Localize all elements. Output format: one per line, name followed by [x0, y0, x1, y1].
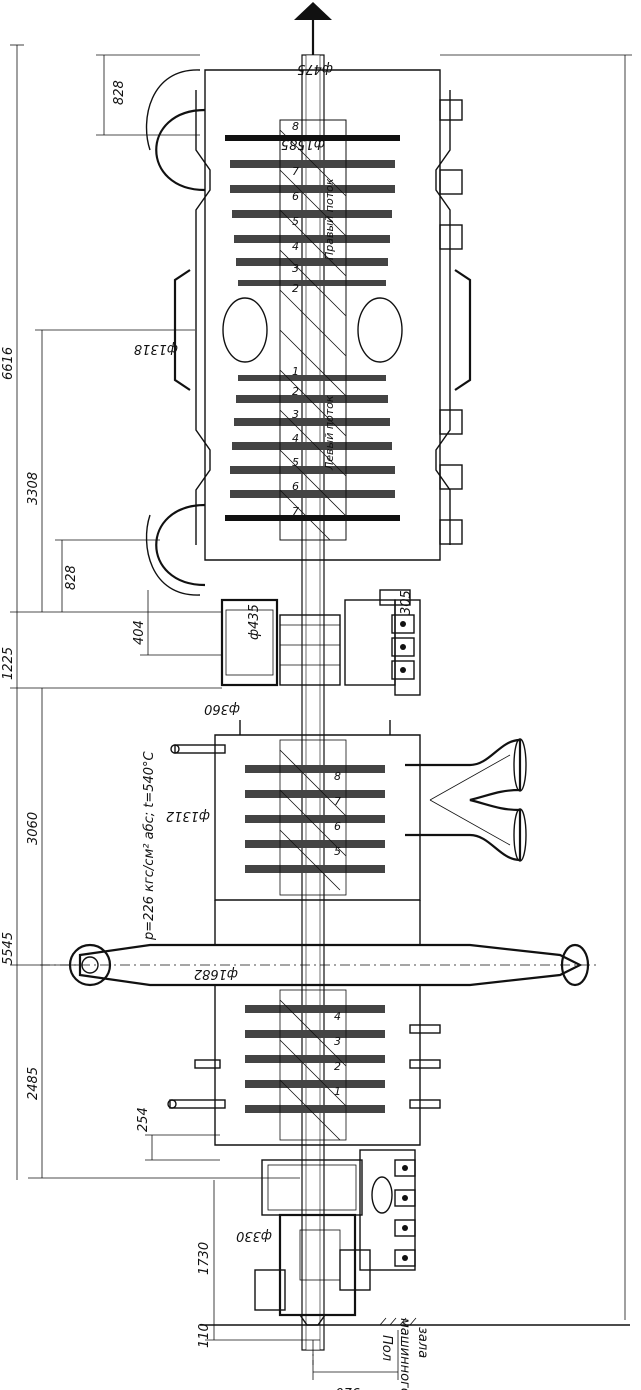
lp-flanges-right	[439, 99, 463, 545]
dia-1312: ф1312	[166, 808, 210, 823]
stage-label: 5	[292, 456, 299, 469]
stage-label: 6	[292, 480, 299, 493]
lp-cylinder	[145, 69, 472, 596]
svg-text:Пол: Пол	[379, 1335, 394, 1361]
dim-6616: 6616	[1, 347, 16, 380]
front-bearing-block	[254, 1149, 416, 1326]
dim-920: 920	[335, 1384, 360, 1390]
dim-305: 305	[399, 590, 414, 615]
stage-label: 2	[292, 385, 299, 398]
dia-360: ф360	[204, 701, 240, 716]
floor-label: Пол машинного зала	[379, 1318, 430, 1390]
dia-1585: ф1585	[281, 136, 325, 151]
foundation-bolts-upper	[391, 614, 415, 680]
dim-828-top: 828	[112, 80, 127, 105]
dim-2485: 2485	[26, 1067, 41, 1100]
stage-label: 3	[292, 262, 299, 275]
stage-label: 4	[292, 240, 299, 253]
stage-label: 7	[292, 165, 299, 178]
stage-label: 2	[292, 282, 299, 295]
stage-label: 8	[292, 120, 299, 133]
stage-label: 8	[334, 770, 341, 783]
hp-stage-numbers: 8 7 6 5	[334, 770, 341, 858]
stage-label: 4	[292, 432, 299, 445]
dia-1318: ф1318	[134, 341, 178, 356]
stage-label: 2	[334, 1060, 341, 1073]
dimension-lines	[10, 44, 632, 1380]
dia-330: ф330	[236, 1228, 272, 1243]
dimension-labels: 6616 828 3308 828 404 1225 3060 5545 248…	[1, 80, 414, 1390]
dim-5545: 5545	[1, 932, 16, 965]
dim-110: 110	[197, 1323, 212, 1348]
stage-label: 7	[334, 795, 341, 808]
svg-text:машинного: машинного	[397, 1318, 412, 1390]
foundation-bolts-lower	[394, 1159, 416, 1267]
left-flow-label: Левый поток	[323, 395, 336, 471]
stage-label: 6	[292, 190, 299, 203]
lp-stage-numbers: 8 7 6 5 4 3 2 1 2 3 4 5 6 7	[292, 120, 299, 518]
stage-label: 4	[334, 1010, 341, 1023]
dim-254: 254	[136, 1107, 151, 1132]
ip-cylinder	[170, 720, 527, 901]
dia-435: ф435	[247, 604, 262, 640]
ip-stage-numbers: 4 3 2 1	[334, 1010, 341, 1098]
dim-3308: 3308	[26, 472, 41, 505]
stage-label: 7	[292, 505, 299, 518]
stage-label: 3	[334, 1035, 341, 1048]
dia-475: ф475	[297, 61, 333, 76]
diameter-labels: ф475 ф1585 ф1318 ф435 ф360 ф1312 ф1682 ф…	[134, 61, 333, 1243]
stage-label: 1	[334, 1085, 341, 1098]
dim-1225: 1225	[1, 647, 16, 680]
stage-label: 5	[292, 215, 299, 228]
stage-label: 6	[334, 820, 341, 833]
middle-bearing-block	[220, 589, 421, 696]
svg-text:зала: зала	[415, 1327, 430, 1358]
lp-rotor	[279, 119, 347, 541]
stage-label: 5	[334, 845, 341, 858]
dia-1682: ф1682	[194, 966, 238, 981]
lp-blade-rows	[225, 135, 400, 521]
hp-blade-rows	[245, 1005, 385, 1113]
floor-line	[200, 1317, 630, 1326]
stage-label: 1	[292, 365, 299, 378]
steam-parameters: p=226 кгс/см² абс; t=540°C	[142, 750, 157, 941]
dim-404: 404	[132, 620, 147, 645]
ip-blade-rows	[245, 765, 385, 873]
stage-label: 3	[292, 408, 299, 421]
hp-cylinder	[40, 900, 600, 1146]
dim-828-bottom: 828	[64, 565, 79, 590]
dim-3060: 3060	[26, 812, 41, 845]
right-flow-label: Правый поток	[323, 178, 336, 260]
dim-1730: 1730	[197, 1242, 212, 1275]
